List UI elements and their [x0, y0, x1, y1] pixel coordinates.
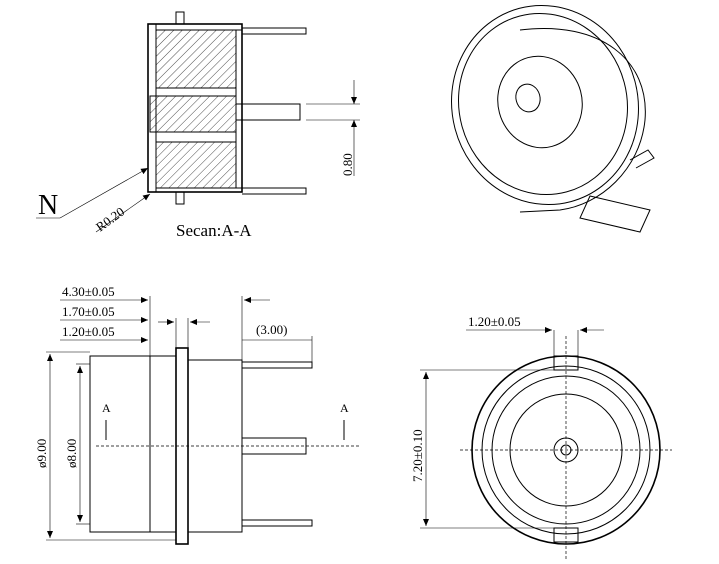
section-pin-top: [242, 27, 307, 35]
section-tab-top: [175, 11, 185, 25]
section-mark-left: A: [102, 401, 111, 415]
pin-length-label: (3.00): [256, 322, 287, 337]
side-pin-bottom: [242, 519, 313, 527]
dim-d3-label: 1.20±0.05: [62, 324, 115, 339]
section-view: 0.80 N R0.20 Secan:A-A: [36, 11, 360, 240]
section-cap: [235, 29, 243, 189]
iso-sound-hole: [515, 83, 541, 113]
outer-dia-label: ø9.00: [34, 439, 49, 468]
section-hatch-bottom: [155, 141, 237, 189]
section-pin-bottom: [242, 187, 307, 195]
iso-front-ring: [458, 12, 628, 196]
orientation-mark: N: [38, 190, 58, 221]
iso-pin-small: [629, 149, 655, 169]
iso-front-rim: [451, 4, 639, 206]
inner-dia-label: ø8.00: [64, 439, 79, 468]
radius-leader-line: [95, 193, 151, 233]
dim-d1-label: 4.30±0.05: [62, 284, 115, 299]
isometric-view: [451, 4, 655, 233]
dim-d2-label: 1.70±0.05: [62, 304, 115, 319]
front-slot-bottom: [553, 527, 579, 543]
iso-body-side: [519, 28, 646, 213]
gap-dim-label: 0.80: [340, 153, 355, 176]
n-leader-line: [59, 167, 149, 219]
front-view: 1.20±0.05 7.20±0.10: [410, 314, 672, 560]
section-caption: Secan:A-A: [176, 221, 252, 240]
iso-pin-flat: [579, 195, 651, 233]
section-hatch-top: [155, 29, 237, 89]
radius-label: R0.20: [93, 204, 127, 235]
slot-width-label: 1.20±0.05: [468, 314, 521, 329]
side-pin-top: [242, 361, 313, 369]
section-tab-bottom: [175, 191, 185, 205]
iso-sound-ring: [497, 55, 583, 149]
section-hatch-mid: [149, 95, 237, 133]
side-view: A A ø9.00 ø8.00 4.30±0.05 1.70±0.05 1.20…: [34, 284, 360, 545]
height-dim-label: 7.20±0.10: [410, 429, 425, 482]
side-body: [89, 355, 177, 533]
section-pin-center: [236, 103, 301, 121]
section-mark-right: A: [340, 401, 349, 415]
